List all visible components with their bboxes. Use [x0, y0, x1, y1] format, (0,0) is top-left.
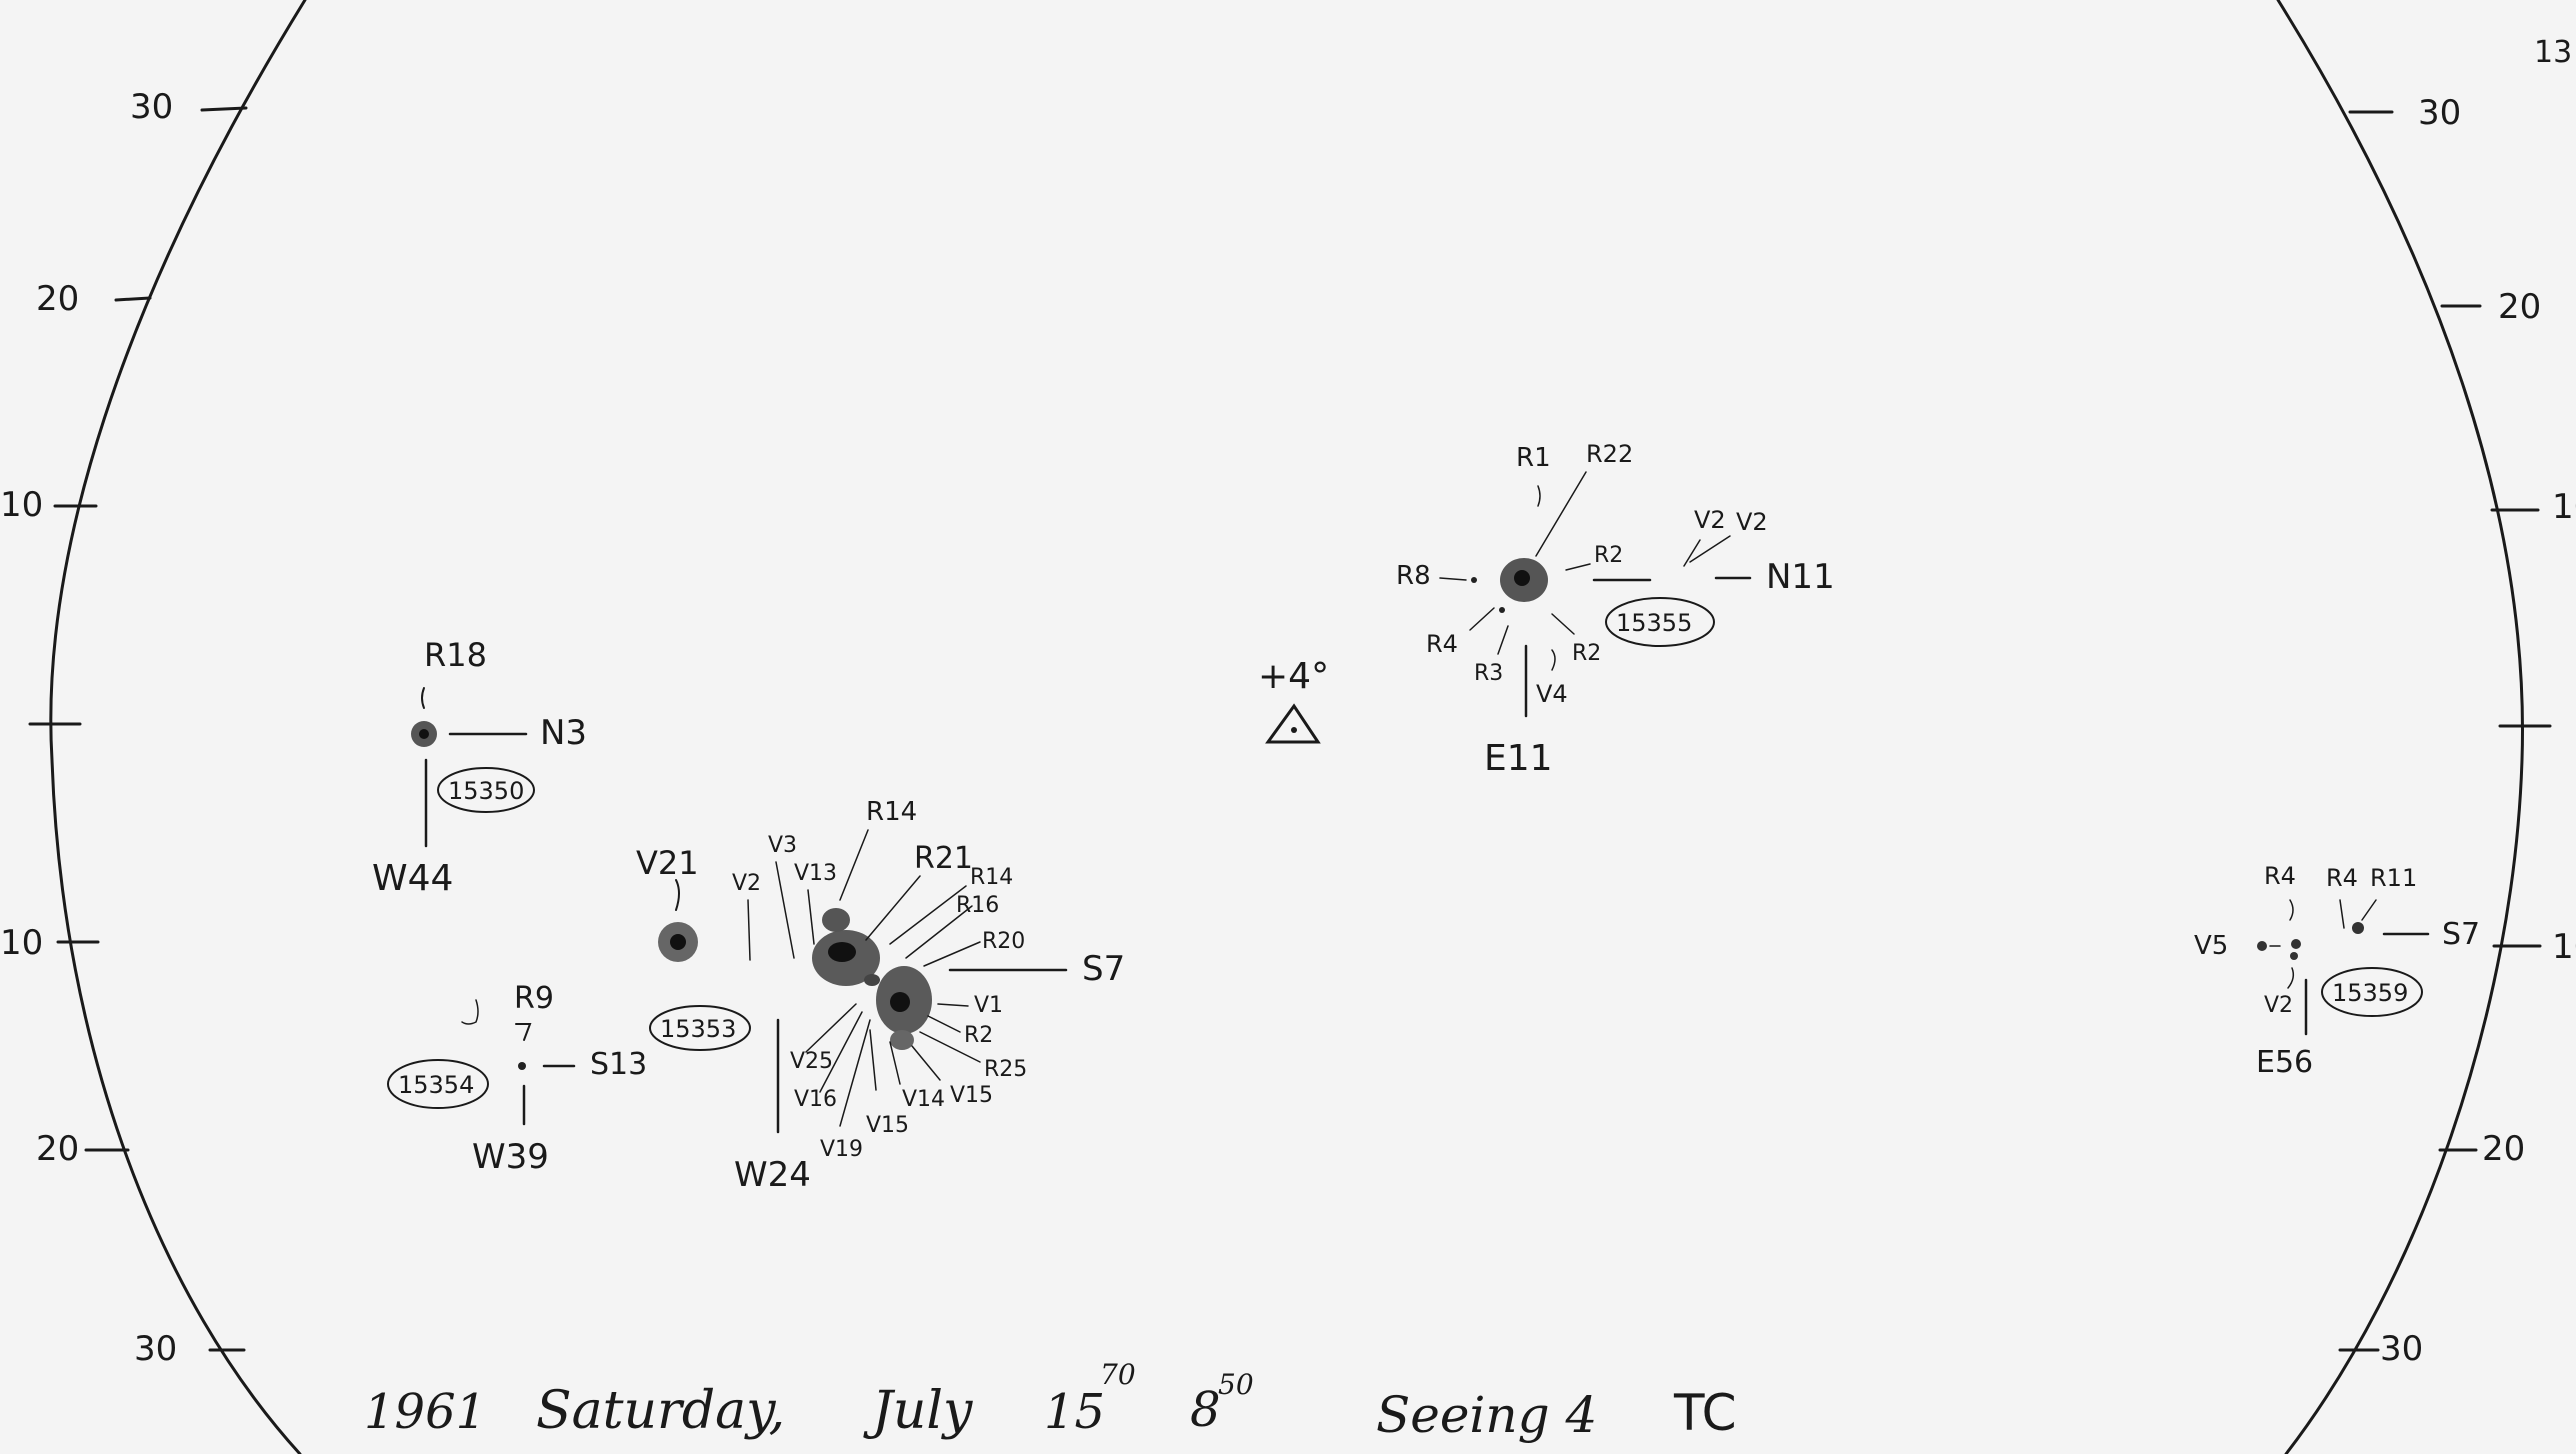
spot-note: R16 [956, 893, 999, 918]
sunspot-group-15353: V21 V2 V3 V13 R14 R21 R14 R16 R20 V1 R2 … [636, 797, 1125, 1195]
left-scale-label: 10 [0, 485, 43, 525]
spot-note: R2 [1572, 641, 1601, 666]
left-limb-arc [49, 0, 307, 1454]
spot-note: V13 [794, 861, 837, 886]
group-latitude: S7 [2442, 917, 2480, 952]
sunspot-group-15354: R9 S13 W39 15354 [387, 981, 647, 1177]
spot-note: R3 [1474, 661, 1503, 686]
group-latitude: S13 [590, 1047, 647, 1082]
footer-observer: TC [1673, 1384, 1737, 1442]
sunspot [518, 1062, 526, 1070]
sunspot [2352, 922, 2364, 934]
spot-note: R4 [2326, 864, 2358, 892]
group-number: 15353 [660, 1015, 736, 1043]
right-scale-label: 30 [2380, 1329, 2423, 1369]
disk-center-marker: +4° [1258, 656, 1329, 744]
left-scale-label: 30 [134, 1329, 177, 1369]
spot-note: R14 [970, 865, 1013, 890]
group-number: 15359 [2332, 979, 2408, 1007]
spot-note: V2 [732, 871, 761, 896]
group-position: W39 [472, 1137, 549, 1177]
spot-note: R2 [964, 1023, 993, 1048]
spot-note: R4 [1426, 630, 1458, 658]
right-scale-label: 20 [2498, 287, 2541, 327]
left-scale-label: 10 [0, 923, 43, 963]
spot-note: R8 [1396, 561, 1431, 591]
spot-note: R9 [514, 981, 554, 1016]
spot-note: V15 [866, 1113, 909, 1138]
spot-note: V15 [950, 1083, 993, 1108]
observation-footer: 1961 Saturday, July 15 70 8 50 Seeing 4 … [364, 1358, 1737, 1444]
spot-note: V21 [636, 844, 699, 882]
right-scale-label: 20 [2482, 1129, 2525, 1169]
spot-note: V16 [794, 1087, 837, 1112]
center-inclination-label: +4° [1258, 656, 1329, 697]
right-scale-label: 10 [2552, 927, 2576, 967]
spot-note: R1 [1516, 443, 1551, 473]
right-latitude-scale: 30 20 10 10 20 30 13 [2338, 35, 2576, 1369]
spot-note: R14 [866, 797, 917, 827]
group-position: W44 [372, 858, 453, 899]
footer-month: July [863, 1381, 973, 1441]
spot-note: R4 [2264, 862, 2296, 890]
group-latitude: N11 [1766, 557, 1835, 597]
footer-date-superscript: 70 [1100, 1358, 1136, 1391]
group-number: 15350 [448, 777, 524, 805]
group-latitude: S7 [1082, 949, 1125, 989]
group-position: E11 [1484, 738, 1553, 779]
group-number: 15354 [398, 1071, 474, 1099]
spot-note: V2 [1736, 508, 1768, 536]
spot-note: V1 [974, 993, 1003, 1018]
footer-time-superscript: 50 [1218, 1368, 1254, 1401]
sunspot-group-15350: R18 N3 W44 15350 [372, 636, 587, 899]
right-limb-arc [2276, 0, 2524, 1454]
spot-note: R2 [1594, 543, 1623, 568]
footer-year: 1961 [364, 1384, 486, 1440]
spot-note: V25 [790, 1049, 833, 1074]
group-position: E56 [2256, 1045, 2313, 1080]
spot-note: V5 [2194, 931, 2228, 961]
right-scale-label: 10 [2552, 487, 2576, 527]
spot-note: R11 [2370, 864, 2417, 892]
group-latitude: N3 [540, 713, 587, 753]
left-latitude-scale: 30 20 10 10 20 30 [0, 87, 248, 1369]
spot-note: V14 [902, 1087, 945, 1112]
left-scale-label: 20 [36, 279, 79, 319]
right-scale-label: 30 [2418, 93, 2461, 133]
left-scale-label: 30 [130, 87, 173, 127]
spot-note: R22 [1586, 440, 1633, 468]
spot-note: V2 [2264, 993, 2293, 1018]
spot-note: V2 [1694, 506, 1726, 534]
spot-note: R20 [982, 929, 1025, 954]
spot-note: R21 [914, 841, 973, 876]
spot-note: V4 [1536, 680, 1568, 708]
sunspot [2257, 941, 2267, 951]
spot-note: V19 [820, 1137, 863, 1162]
spot-note: V3 [768, 833, 797, 858]
group-number: 15355 [1616, 609, 1692, 637]
spot-note: R18 [424, 636, 487, 674]
footer-day: Saturday, [536, 1381, 785, 1441]
footer-date: 15 [1044, 1384, 1105, 1440]
sunspot [2291, 939, 2301, 949]
footer-seeing: Seeing 4 [1376, 1386, 1597, 1444]
group-position: W24 [734, 1155, 811, 1195]
left-scale-label: 20 [36, 1129, 79, 1169]
sunspot-group-15355: R1 R22 R2 R8 R4 R3 R2 V4 V2 V2 N11 E11 1… [1396, 440, 1835, 779]
sunspot-group-15359: R4 R4 R11 V5 V2 S7 E56 15359 [2194, 862, 2480, 1080]
spot-note: R25 [984, 1057, 1027, 1082]
corner-label: 13 [2534, 35, 2572, 70]
footer-time: 8 [1190, 1382, 1221, 1438]
